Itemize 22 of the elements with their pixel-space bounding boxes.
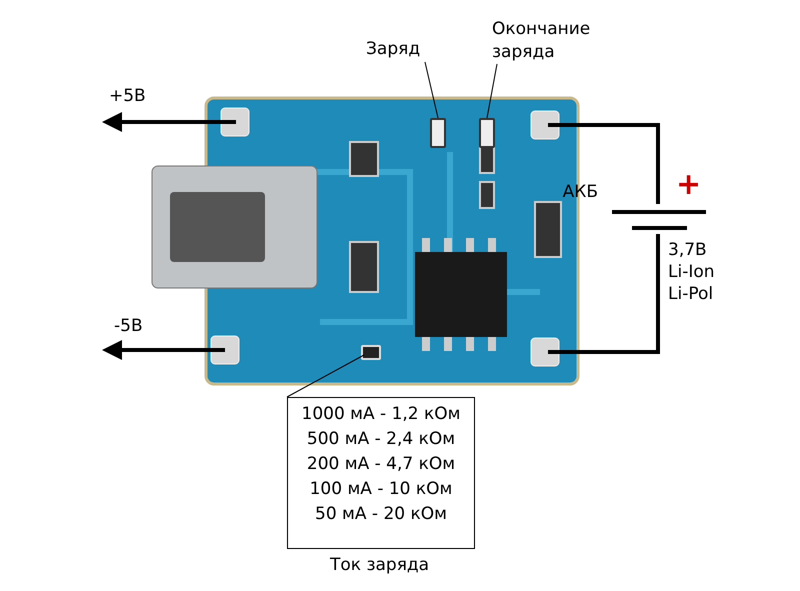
annotation-text: Окончание заряда: [492, 18, 604, 64]
battery-label: Li-Ion: [668, 262, 715, 282]
table-row-text: 100 мА - 10 кОм: [308, 478, 454, 501]
leader-line: [486, 64, 498, 118]
resistor-component: [361, 345, 381, 360]
leader-line: [424, 62, 438, 118]
wire: [548, 123, 660, 204]
table-row-text: 500 мА - 2,4 кОм: [306, 428, 456, 451]
annotation-text: Заряд: [366, 38, 428, 62]
wire: [548, 234, 660, 354]
arrow: [102, 340, 225, 360]
arrow: [102, 112, 236, 132]
led-component: [479, 118, 495, 148]
battery-label: Li-Pol: [668, 284, 714, 304]
table-row-text: 200 мА - 4,7 кОм: [306, 453, 456, 476]
value-table: [287, 397, 475, 549]
table-row-text: 1000 мА - 1,2 кОм: [300, 403, 462, 426]
led-component: [430, 118, 446, 148]
table-caption: Ток заряда: [330, 555, 430, 576]
table-row-text: 50 мА - 20 кОм: [314, 503, 448, 526]
polarity-sign: +: [676, 170, 702, 200]
battery-label: 3,7В: [668, 240, 707, 260]
